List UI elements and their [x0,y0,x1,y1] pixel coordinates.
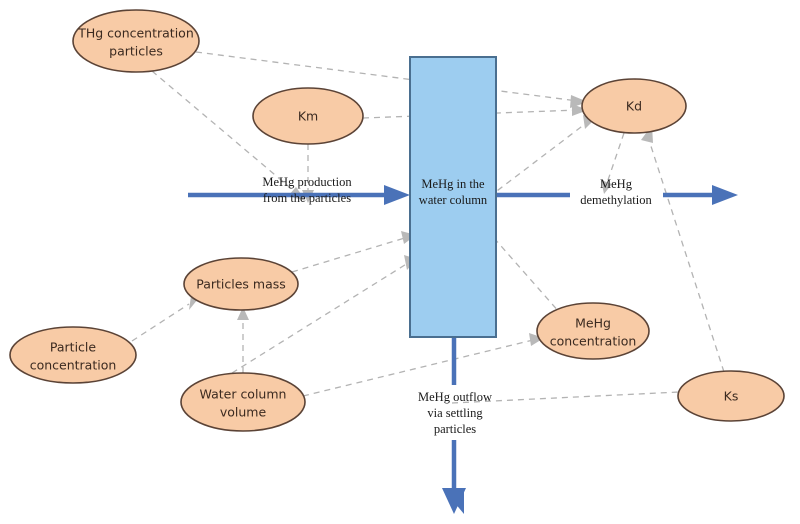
svg-text:Water column: Water column [200,387,287,402]
variable-layer: THg concentration particles Km Kd Partic… [9,9,785,432]
node-kd[interactable]: Kd [581,78,687,134]
link-volume-to-mehg-concentration [302,333,544,397]
link-settling-to-ks [451,390,701,404]
stock-label-line2: water column [419,193,488,207]
svg-text:Kd: Kd [626,99,642,114]
svg-text:MeHg outflow: MeHg outflow [418,390,492,404]
link-particle-conc-to-particles-mass [131,296,198,342]
svg-text:concentration: concentration [550,334,637,349]
stock-label-line1: MeHg in the [421,177,485,191]
svg-text:demethylation: demethylation [580,193,652,207]
link-particles-mass-to-stock [291,231,416,273]
node-particles-mass[interactable]: Particles mass [183,257,299,311]
node-km[interactable]: Km [252,87,364,145]
flow-label-mehg-production: MeHg production from the particles [262,175,352,205]
stock-mehg-water-column[interactable]: MeHg in the water column [409,56,497,338]
svg-text:particles: particles [109,44,163,59]
svg-text:MeHg: MeHg [600,177,633,191]
flow-label-layer: MeHg production from the particles MeHg … [262,175,652,436]
svg-text:from the particles: from the particles [263,191,351,205]
node-water-column-volume[interactable]: Water column volume [180,372,306,432]
svg-text:Particles mass: Particles mass [196,277,286,292]
link-ks-to-kd [641,125,725,373]
svg-text:MeHg production: MeHg production [262,175,352,189]
link-thg-to-kd [195,51,588,108]
node-thg-concentration-particles[interactable]: THg concentration particles [72,9,200,73]
svg-text:particles: particles [434,422,476,436]
svg-text:Ks: Ks [724,389,739,404]
svg-text:concentration: concentration [30,358,117,373]
svg-text:volume: volume [220,405,267,420]
svg-text:THg concentration: THg concentration [77,26,194,41]
flow-arrow-mehg-settling[interactable] [442,337,466,514]
svg-text:Km: Km [298,109,318,124]
node-ks[interactable]: Ks [677,370,785,422]
link-kd-to-demethylation [601,132,625,194]
flow-arrow-mehg-demethylation[interactable] [496,185,738,205]
svg-text:MeHg: MeHg [575,316,611,331]
node-particle-concentration[interactable]: Particle concentration [9,326,137,384]
flow-label-mehg-settling: MeHg outflow via settling particles [418,390,492,436]
node-mehg-concentration[interactable]: MeHg concentration [536,302,650,360]
svg-text:via settling: via settling [427,406,483,420]
link-volume-to-particles-mass [237,307,249,373]
flow-arrow-layer [188,185,738,514]
flow-arrow-mehg-production[interactable] [188,185,410,205]
flow-label-mehg-demethylation: MeHg demethylation [580,177,652,207]
svg-text:Particle: Particle [50,340,96,355]
link-km-to-kd [362,104,588,119]
